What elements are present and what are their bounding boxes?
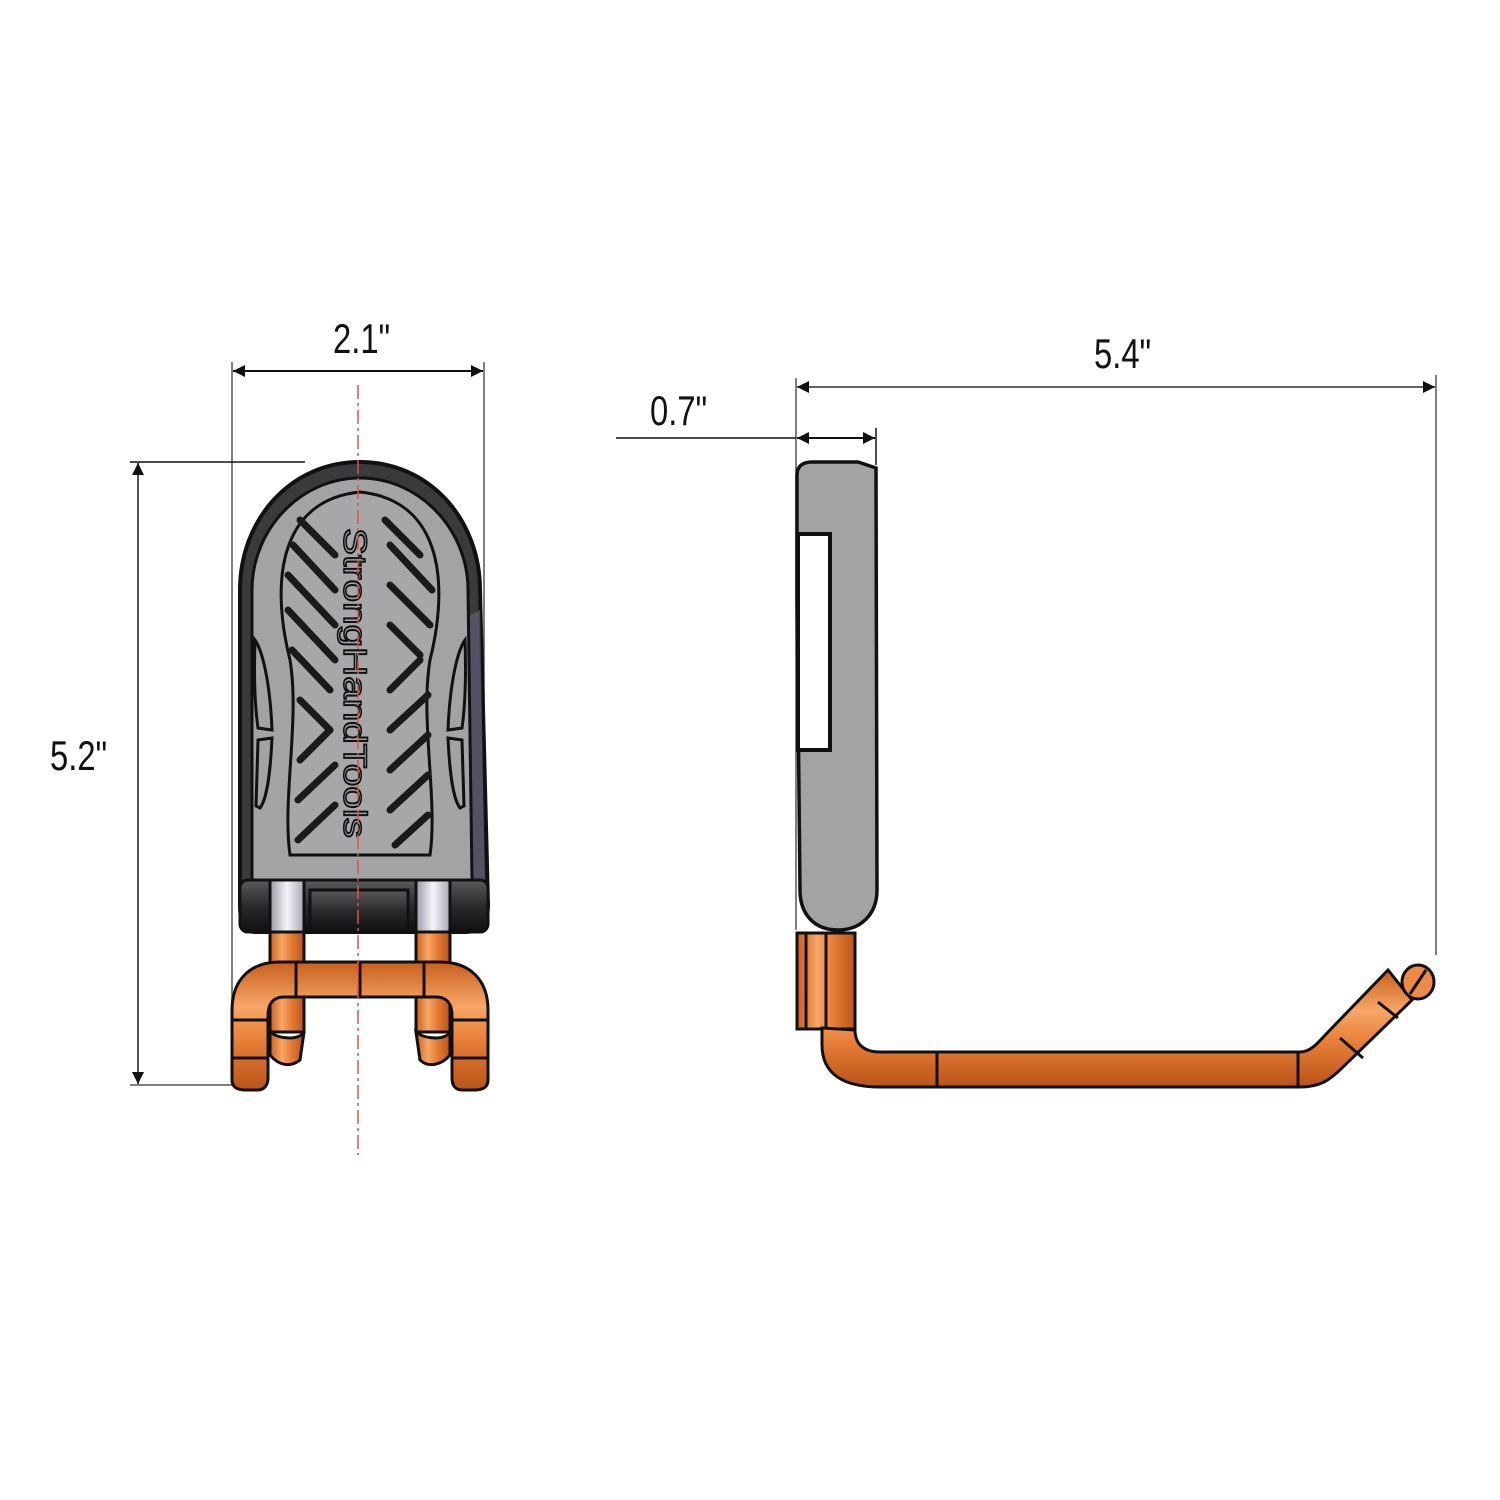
brand-text: StrongHandTools	[337, 528, 373, 838]
tread-pattern	[284, 516, 436, 849]
reach-dimension-label: 5.4"	[1094, 330, 1152, 377]
side-view	[616, 375, 1437, 1089]
height-dimension-label: 5.2"	[50, 732, 108, 779]
depth-dimension-label: 0.7"	[650, 387, 708, 434]
width-dimension-label: 2.1"	[333, 315, 391, 362]
hook-side	[795, 931, 1436, 1089]
front-view: StrongHandTools	[130, 362, 491, 1155]
hook-front	[230, 930, 490, 1092]
